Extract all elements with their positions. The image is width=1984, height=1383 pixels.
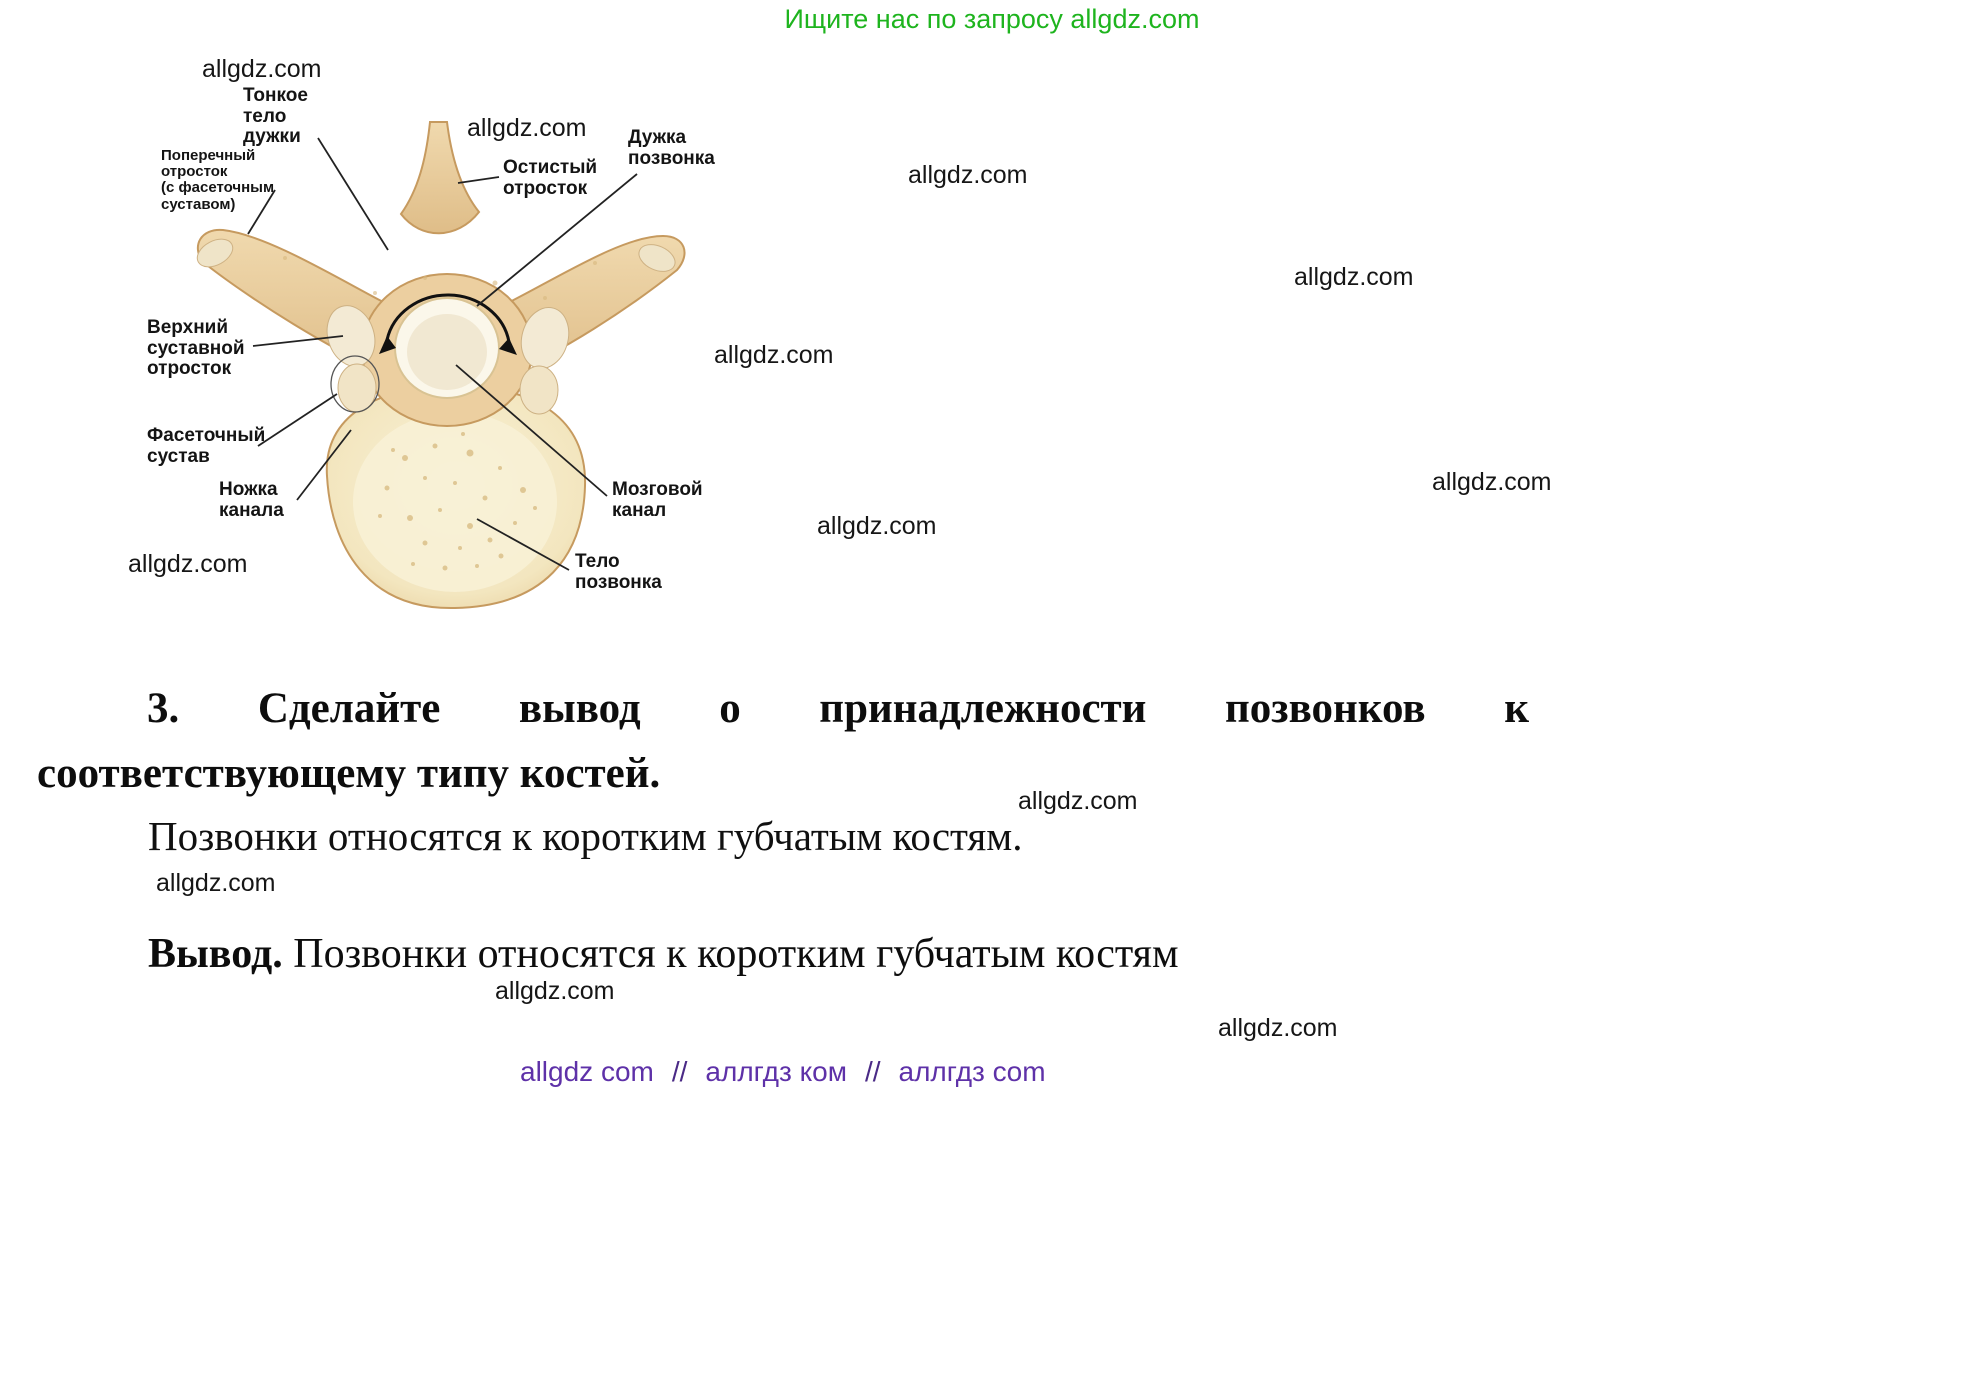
footer-links: allgdz com // аллгдз ком // аллгдз com [520,1056,1046,1088]
label-superior-articular-process: Верхний суставной отросток [147,317,245,380]
watermark-text: allgdz.com [714,341,834,369]
watermark-text: allgdz.com [156,869,276,897]
label-pedicle: Ножка канала [219,479,284,521]
promo-header: Ищите нас по запросу allgdz.com [784,4,1200,34]
watermark-text: allgdz.com [908,161,1028,189]
footer-link: аллгдз com [898,1056,1046,1087]
answer-text: Позвонки относятся к коротким губчатым к… [148,813,1023,859]
label-vertebral-body: Тело позвонка [575,551,662,593]
footer-separator: // [864,1056,881,1087]
watermark-text: allgdz.com [202,55,322,83]
question-line2: соответствующему типу костей. [37,750,661,797]
watermark-text: allgdz.com [1218,1014,1338,1042]
watermark-text: allgdz.com [467,114,587,142]
watermark-text: allgdz.com [817,512,937,540]
question-line1: 3. Сделайте вывод о принадлежности позво… [147,685,1529,732]
label-spinous-process: Остистый отросток [503,157,598,199]
watermark-text: allgdz.com [128,550,248,578]
label-spinal-canal: Мозговой канал [612,479,703,521]
watermark-text: allgdz.com [1432,468,1552,496]
label-facet-joint: Фасеточный сустав [147,425,266,467]
label-thin-arch-body: Тонкое тело дужки [243,85,308,148]
vertebra-illustration [196,121,686,610]
watermark-text: allgdz.com [1018,787,1138,815]
watermark-text: allgdz.com [1294,263,1414,291]
conclusion-line: Вывод. Позвонки относятся к коротким губ… [148,930,1179,978]
label-transverse-process: Поперечный отросток (с фасеточным сустав… [161,147,275,213]
watermark-text: allgdz.com [495,977,615,1005]
vertebra-diagram: Тонкое тело дужки Поперечный отросток (с… [125,78,765,618]
footer-link: allgdz com [520,1056,654,1087]
footer-link: аллгдз ком [705,1056,847,1087]
footer-separator: // [671,1056,688,1087]
conclusion-text: Позвонки относятся к коротким губчатым к… [282,931,1179,977]
conclusion-label: Вывод. [148,931,283,977]
label-vertebral-arch: Дужка позвонка [628,127,715,169]
